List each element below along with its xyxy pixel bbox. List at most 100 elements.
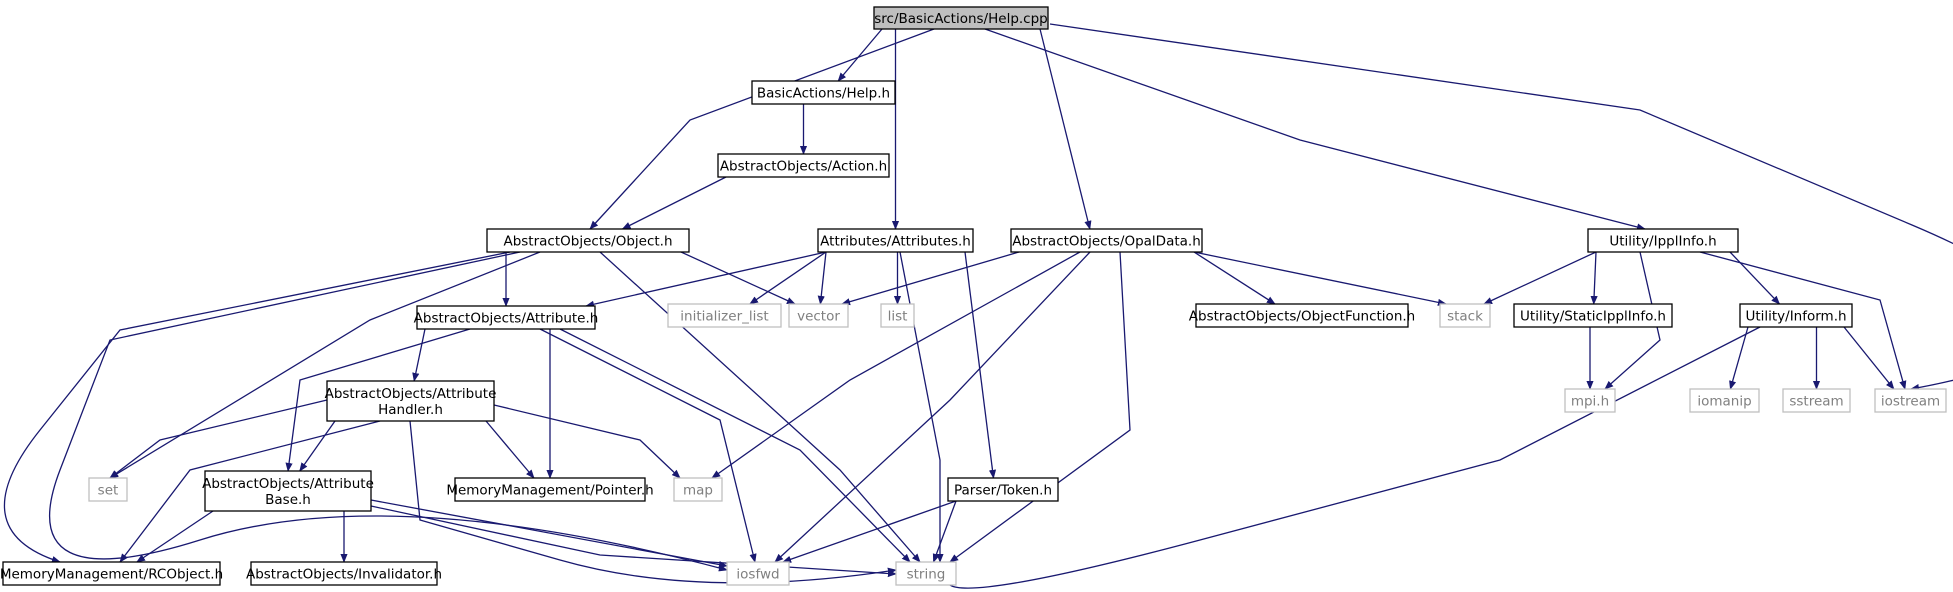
node-box <box>1587 228 1739 253</box>
node-box <box>726 561 790 586</box>
node-box <box>873 6 1049 30</box>
node-label: set <box>98 483 119 499</box>
edge-attributes_h-to-string <box>899 251 944 563</box>
edge-opaldata_h-to-stack <box>1193 251 1447 306</box>
node-token_h[interactable]: Parser/Token.h <box>947 477 1059 502</box>
edge-inform_h-to-iomanip <box>1729 326 1749 390</box>
node-label: iostream <box>1881 394 1940 410</box>
node-box <box>673 477 723 502</box>
edge-ipplinfo_h-to-stack <box>1483 251 1597 305</box>
edge-attrhandler_h-to-map <box>493 404 681 479</box>
edge-attributes_h-to-attribute_h <box>585 251 827 308</box>
node-box <box>788 303 849 328</box>
node-set: set <box>88 477 128 502</box>
edge-attrbase_h-to-iosfwd <box>370 499 728 569</box>
node-label: BasicActions/Help.h <box>757 86 890 102</box>
edge-inform_h-to-string <box>946 326 1761 589</box>
node-label: AbstractObjects/Invalidator.h <box>246 567 442 583</box>
node-label: sstream <box>1789 394 1843 410</box>
node-layer: src/BasicActions/Help.cppBasicActions/He… <box>0 6 1947 586</box>
node-box <box>2 561 221 586</box>
node-box <box>416 305 596 330</box>
node-label: string <box>907 567 946 583</box>
node-box <box>486 228 690 253</box>
node-box <box>947 477 1059 502</box>
node-box <box>1513 303 1673 328</box>
edge-attrhandler_h-to-rcobject_h <box>119 420 381 563</box>
node-action_h[interactable]: AbstractObjects/Action.h <box>717 153 890 178</box>
node-label: iosfwd <box>736 567 779 583</box>
edge-object_h-to-vector <box>680 251 796 305</box>
node-box <box>88 477 128 502</box>
node-label: AbstractObjects/Action.h <box>720 159 887 175</box>
edge-help_cpp-to-iostream <box>1049 23 1953 392</box>
node-objectfunction_h[interactable]: AbstractObjects/ObjectFunction.h <box>1189 303 1415 328</box>
edge-attrbase_h-to-rcobject_h <box>136 510 214 563</box>
node-label: AbstractObjects/Object.h <box>503 234 672 250</box>
edge-opaldata_h-to-map <box>711 251 1081 479</box>
node-ipplinfo_h[interactable]: Utility/IpplInfo.h <box>1587 228 1739 253</box>
node-box <box>667 303 782 328</box>
node-box <box>1439 303 1491 328</box>
node-object_h[interactable]: AbstractObjects/Object.h <box>486 228 690 253</box>
edge-inform_h-to-iostream <box>1843 326 1895 390</box>
node-vector: vector <box>788 303 849 328</box>
edge-object_h-to-iosfwd <box>49 251 728 572</box>
node-label: AbstractObjects/OpalData.h <box>1012 234 1201 250</box>
node-label: AbstractObjects/Attribute.h <box>414 311 599 327</box>
edge-opaldata_h-to-objectfunction_h <box>1193 251 1276 305</box>
node-box <box>1010 228 1203 253</box>
node-label: MemoryManagement/Pointer.h <box>446 483 653 499</box>
node-stack: stack <box>1439 303 1491 328</box>
node-iosfwd: iosfwd <box>726 561 790 586</box>
edge-help_cpp-to-ipplinfo_h <box>984 28 1646 231</box>
node-label: src/BasicActions/Help.cpp <box>874 11 1048 27</box>
node-label: Parser/Token.h <box>954 483 1052 499</box>
node-list: list <box>880 303 915 328</box>
edge-object_h-to-set <box>109 251 541 479</box>
edge-token_h-to-iosfwd <box>782 500 957 563</box>
edge-ipplinfo_h-to-mpi_h <box>1604 251 1661 390</box>
node-label: map <box>683 483 713 499</box>
node-mpi_h: mpi.h <box>1564 388 1616 413</box>
edge-help_cpp-to-object_h <box>589 28 935 230</box>
edge-attrhandler_h-to-attrbase_h <box>299 420 336 472</box>
node-label: iomanip <box>1697 394 1751 410</box>
edge-ipplinfo_h-to-staticipplinfo_h <box>1590 251 1598 305</box>
edge-ipplinfo_h-to-iostream <box>1699 251 1907 390</box>
node-label: AbstractObjects/Attribute <box>325 386 497 402</box>
node-attribute_h[interactable]: AbstractObjects/Attribute.h <box>414 305 599 330</box>
node-box <box>895 561 957 586</box>
node-box <box>326 380 495 422</box>
node-attributes_h[interactable]: Attributes/Attributes.h <box>817 228 974 253</box>
node-label: Base.h <box>265 492 311 508</box>
node-help_h[interactable]: BasicActions/Help.h <box>751 80 896 105</box>
node-box <box>751 80 896 105</box>
node-label: Utility/StaticIpplInfo.h <box>1520 309 1666 325</box>
node-label: Attributes/Attributes.h <box>820 234 971 250</box>
node-box <box>817 228 974 253</box>
node-label: Handler.h <box>378 402 443 418</box>
edge-opaldata_h-to-string <box>949 251 1131 563</box>
node-opaldata_h[interactable]: AbstractObjects/OpalData.h <box>1010 228 1203 253</box>
node-rcobject_h[interactable]: MemoryManagement/RCObject.h <box>0 561 223 586</box>
node-label: AbstractObjects/ObjectFunction.h <box>1189 309 1415 325</box>
node-label: MemoryManagement/RCObject.h <box>0 567 223 583</box>
node-pointer_h[interactable]: MemoryManagement/Pointer.h <box>446 477 654 502</box>
node-box <box>204 470 372 512</box>
node-box <box>1782 388 1851 413</box>
node-box <box>250 561 438 586</box>
edge-ipplinfo_h-to-inform_h <box>1729 251 1781 305</box>
node-staticipplinfo_h[interactable]: Utility/StaticIpplInfo.h <box>1513 303 1673 328</box>
edge-opaldata_h-to-iosfwd <box>774 251 1091 563</box>
node-inform_h[interactable]: Utility/Inform.h <box>1739 303 1853 328</box>
node-map: map <box>673 477 723 502</box>
node-label: Utility/Inform.h <box>1745 309 1846 325</box>
node-help_cpp[interactable]: src/BasicActions/Help.cpp <box>873 6 1049 30</box>
edge-help_cpp-to-opaldata_h <box>1039 28 1092 230</box>
node-invalidator_h[interactable]: AbstractObjects/Invalidator.h <box>246 561 442 586</box>
node-iomanip: iomanip <box>1689 388 1760 413</box>
edge-object_h-to-rcobject_h <box>3 251 511 563</box>
